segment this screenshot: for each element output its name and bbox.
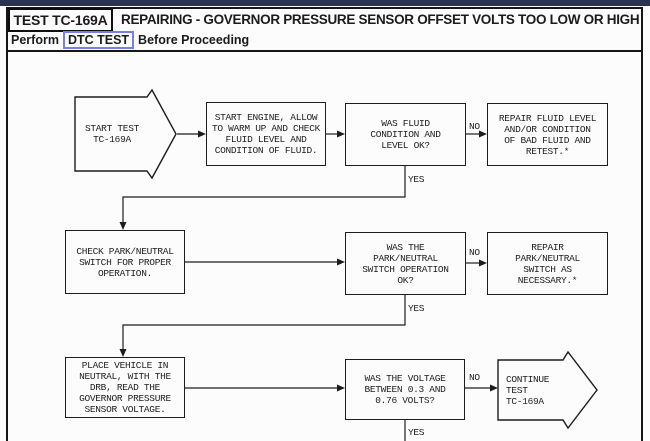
page-border-left [6, 7, 8, 441]
page-border-top [6, 7, 643, 9]
node-repair-fluid: REPAIR FLUID LEVEL AND/OR CONDITION OF B… [487, 103, 608, 166]
scan-top-border [0, 0, 650, 6]
edge-label-voltage-yes: YES [408, 427, 425, 438]
node-check-park-neutral: CHECK PARK/NEUTRAL SWITCH FOR PROPER OPE… [65, 230, 185, 294]
node-fluid-ok-decision: WAS FLUID CONDITION AND LEVEL OK? [345, 103, 466, 166]
start-arrow-shape [74, 88, 177, 180]
node-voltage-ok-decision: WAS THE VOLTAGE BETWEEN 0.3 AND 0.76 VOL… [345, 359, 465, 420]
header-divider [6, 50, 643, 52]
perform-suffix: Before Proceeding [138, 33, 250, 47]
node-read-governor-sensor: PLACE VEHICLE IN NEUTRAL, WITH THE DRB, … [65, 357, 185, 418]
perform-prefix: Perform [11, 33, 59, 47]
page-title: REPAIRING - GOVERNOR PRESSURE SENSOR OFF… [121, 11, 640, 27]
node-continue-test: CONTINUE TEST TC-169A [506, 373, 550, 407]
node-start-engine: START ENGINE, ALLOW TO WARM UP AND CHECK… [206, 102, 326, 166]
edge-label-voltage-no: NO [469, 372, 480, 383]
edge-label-fluid-yes: YES [408, 174, 425, 185]
perform-instruction: Perform DTC TEST Before Proceeding [11, 31, 249, 49]
dtc-test-link[interactable]: DTC TEST [62, 31, 135, 49]
continue-arrow-shape [497, 350, 598, 430]
node-switch-ok-decision: WAS THE PARK/NEUTRAL SWITCH OPERATION OK… [345, 232, 466, 295]
node-repair-switch: REPAIR PARK/NEUTRAL SWITCH AS NECESSARY.… [487, 232, 608, 295]
test-id-label: TEST TC-169A [13, 12, 108, 28]
edge-label-fluid-no: NO [469, 121, 480, 132]
test-id-box: TEST TC-169A [8, 8, 113, 32]
edge-label-switch-yes: YES [408, 303, 425, 314]
edge-label-switch-no: NO [469, 247, 480, 258]
node-start-test: START TEST TC-169A [84, 123, 139, 145]
page-border-right [641, 7, 643, 441]
